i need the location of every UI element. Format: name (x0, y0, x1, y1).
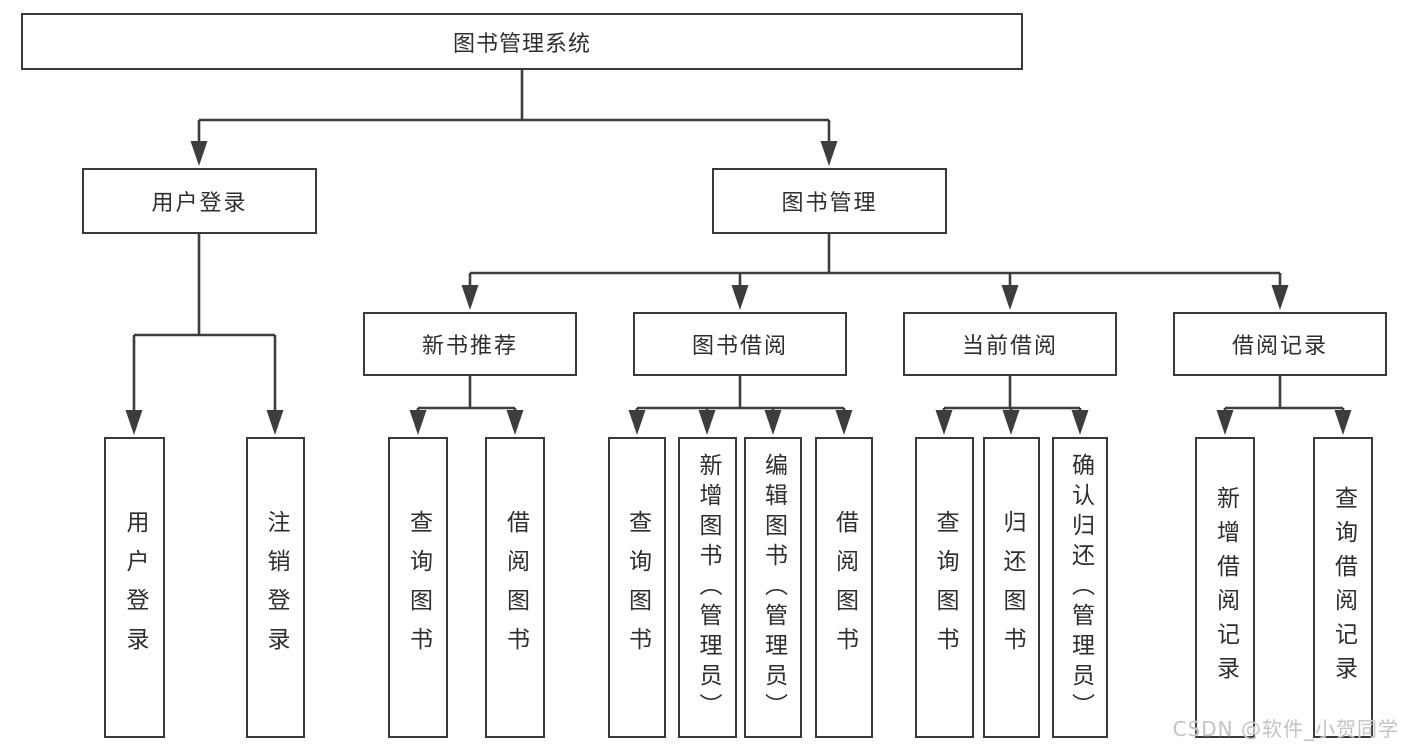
node-label: 图书借阅 (691, 334, 788, 359)
node-label: 用户登录 (122, 509, 148, 666)
node-user-login: 用户登录 (82, 168, 317, 234)
leaf-logout: 注销登录 (246, 437, 305, 738)
node-label: 当前借阅 (961, 334, 1058, 359)
node-label: 新增借阅记录 (1212, 485, 1239, 690)
node-label: 归还图书 (999, 509, 1025, 666)
csdn-watermark: CSDN @软件_小贺同学 (1172, 717, 1399, 741)
node-label: 借阅记录 (1231, 334, 1328, 359)
node-label: 确认归还（管理员） (1067, 452, 1094, 723)
node-label: 借阅图书 (831, 509, 858, 666)
node-borrowing-records: 借阅记录 (1173, 312, 1387, 376)
leaf-borrow-books: 借阅图书 (815, 437, 873, 738)
leaf-query-books-borrow: 查询图书 (608, 437, 666, 738)
node-label: 借阅图书 (502, 509, 529, 666)
leaf-query-borrow-record: 查询借阅记录 (1313, 437, 1373, 738)
node-label: 图书管理 (781, 191, 878, 216)
node-label: 新增图书（管理员） (695, 452, 721, 723)
node-label: 编辑图书（管理员） (760, 452, 787, 723)
leaf-borrow-books-recommend: 借阅图书 (485, 437, 545, 738)
node-label: 查询图书 (932, 509, 958, 666)
leaf-query-books-current: 查询图书 (915, 437, 974, 738)
node-label: 新书推荐 (421, 334, 518, 359)
leaf-query-books-recommend: 查询图书 (388, 437, 448, 738)
node-label: 查询图书 (405, 509, 432, 666)
node-book-management: 图书管理 (712, 168, 947, 234)
leaf-user-login: 用户登录 (104, 437, 165, 738)
leaf-return-books: 归还图书 (983, 437, 1040, 738)
leaf-edit-books-admin: 编辑图书（管理员） (744, 437, 802, 738)
node-book-borrowing: 图书借阅 (633, 312, 847, 376)
node-label: 图书管理系统 (452, 31, 591, 57)
leaf-add-books-admin: 新增图书（管理员） (678, 437, 737, 738)
node-new-book-recommend: 新书推荐 (363, 312, 577, 376)
node-label: 查询图书 (624, 509, 651, 666)
node-label: 用户登录 (151, 191, 248, 216)
node-label: 注销登录 (263, 509, 289, 666)
leaf-add-borrow-record: 新增借阅记录 (1195, 437, 1255, 738)
node-root: 图书管理系统 (21, 13, 1023, 70)
node-current-borrowing: 当前借阅 (903, 312, 1117, 376)
leaf-confirm-return-admin: 确认归还（管理员） (1052, 437, 1108, 738)
node-label: 查询借阅记录 (1330, 485, 1357, 690)
